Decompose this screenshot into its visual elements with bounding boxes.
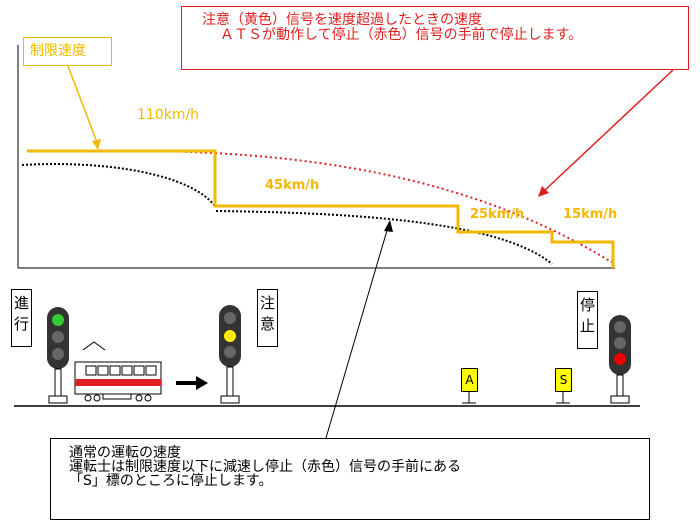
stop-signal (609, 315, 631, 404)
limit-label-pointer (67, 65, 99, 146)
normal-speed-curve-2 (215, 210, 553, 265)
speed-limit-label: 制限速度 (23, 37, 112, 66)
proceed-char-1: 進 (13, 294, 29, 312)
stop-char-2: 止 (579, 317, 595, 335)
stop-char-1: 停 (579, 296, 595, 314)
proceed-char-2: 行 (13, 315, 29, 333)
speed-15: 15km/h (563, 207, 618, 222)
normal-callout: 通常の運転の速度 運転士は制限速度以下に減速し停止（赤色）信号の手前にある 「S… (50, 438, 650, 520)
speed-45: 45km/h (265, 178, 320, 193)
normal-speed-curve-1 (21, 163, 215, 206)
ats-callout-line2: ＡＴＳが動作して停止（赤色）信号の手前で停止します。 (220, 27, 583, 43)
direction-arrow-icon (176, 376, 208, 390)
train (74, 341, 162, 402)
speed-110: 110km/h (137, 107, 200, 123)
caution-char-2: 意 (259, 315, 275, 333)
proceed-label: 進 行 (11, 289, 32, 347)
caution-char-1: 注 (259, 294, 275, 312)
stop-label: 停 止 (577, 291, 598, 349)
caution-label: 注 意 (257, 289, 278, 347)
proceed-signal (47, 307, 69, 404)
ats-callout: 注意（黄色）信号を速度超過したときの速度 ＡＴＳが動作して停止（赤色）信号の手前… (181, 6, 689, 70)
speed-25: 25km/h (470, 207, 525, 222)
marker-s: S (555, 368, 572, 392)
normal-callout-pointer (325, 226, 389, 439)
normal-callout-line2: 運転士は制限速度以下に減速し停止（赤色）信号の手前にある (69, 459, 461, 475)
caution-signal (219, 305, 241, 404)
normal-callout-line1: 通常の運転の速度 (69, 445, 181, 461)
ats-callout-pointer (543, 69, 674, 192)
ats-callout-line1: 注意（黄色）信号を速度超過したときの速度 (202, 12, 482, 28)
normal-callout-line3: 「S」標のところに停止します。 (69, 473, 273, 489)
speed-limit-line (27, 149, 615, 268)
marker-a: A (461, 368, 478, 392)
